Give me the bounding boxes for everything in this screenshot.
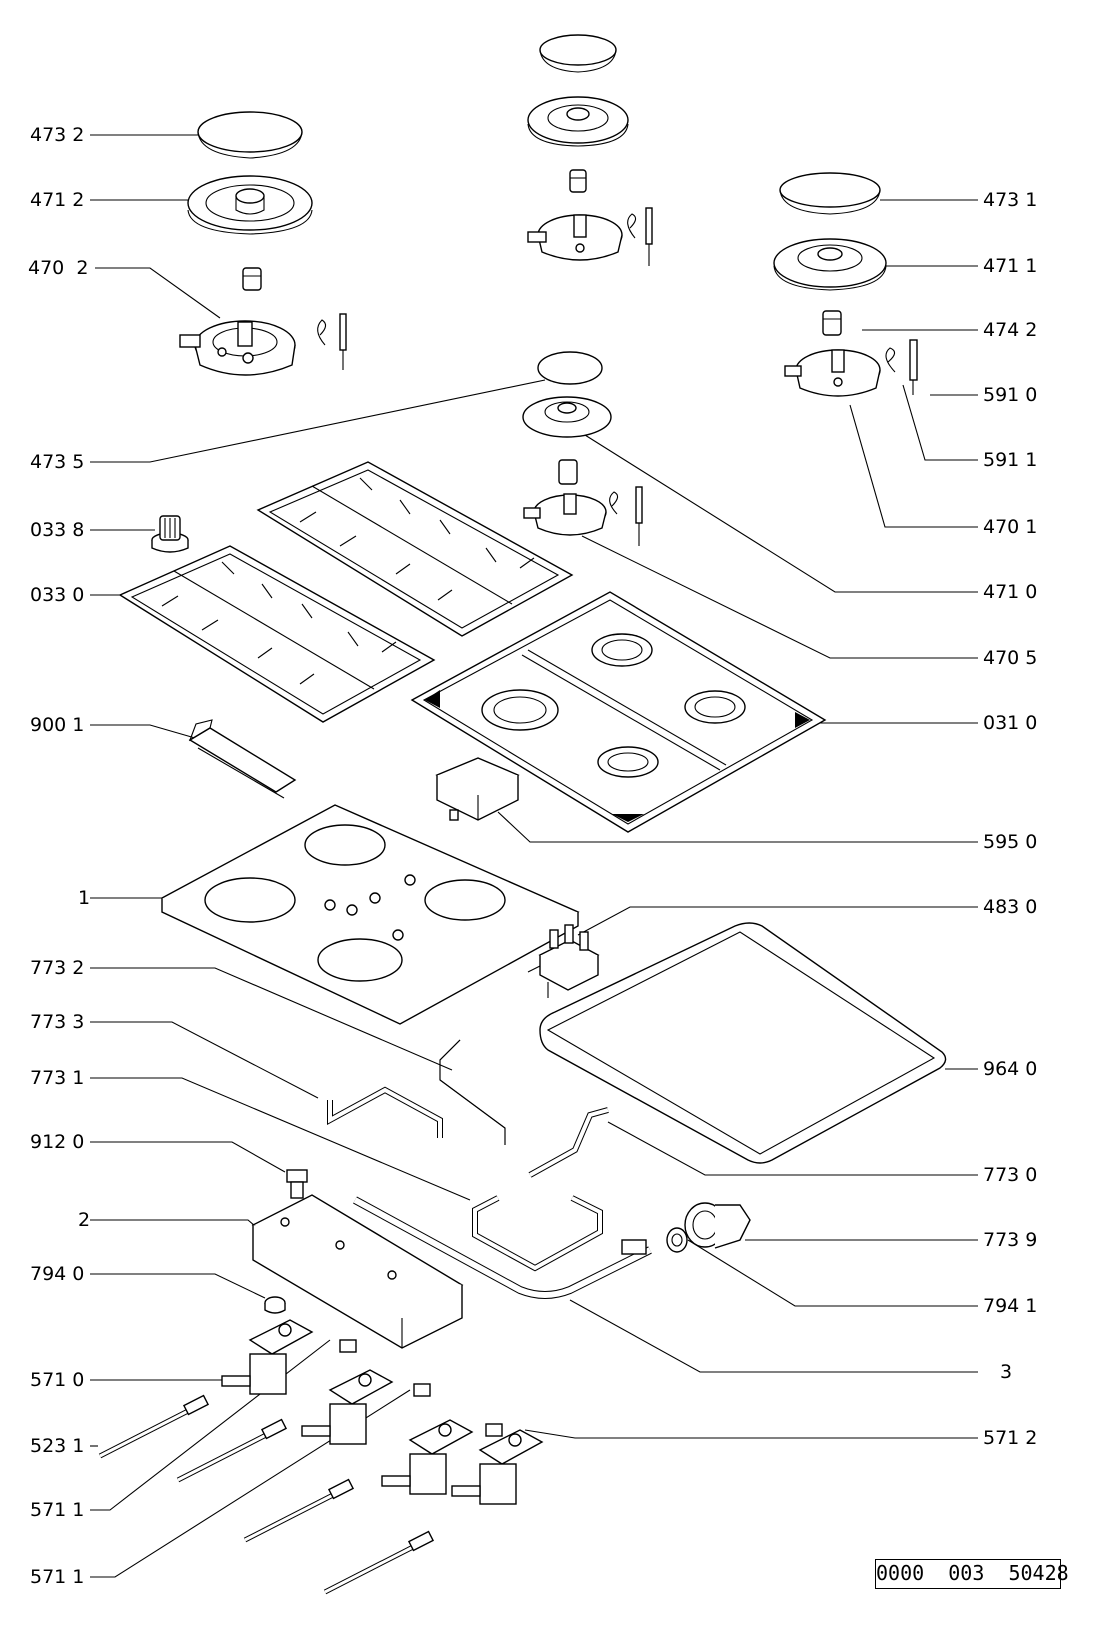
label-773-2: 773 2 [30, 957, 84, 979]
pan-support-back [256, 461, 574, 637]
manifold-pipe-3 [353, 1196, 652, 1299]
label-571-1a: 571 1 [30, 1499, 84, 1521]
knob-033-8 [151, 515, 189, 553]
burner-crown-471-0 [522, 396, 612, 438]
label-912-0: 912 0 [30, 1131, 84, 1153]
label-2: 2 [78, 1209, 90, 1231]
label-474-2: 474 2 [983, 319, 1037, 341]
label-483-0: 483 0 [983, 896, 1037, 918]
gas-tap-571-2 [451, 1423, 544, 1505]
thermocouple-rod-3 [243, 1478, 355, 1543]
burner-base-470-2 [179, 320, 296, 376]
thermocouple-center-small [609, 486, 643, 546]
label-794-0: 794 0 [30, 1263, 84, 1285]
drawing-reference-number: 0000 003 50428 [875, 1559, 1069, 1589]
gas-tap-571-0 [221, 1319, 314, 1395]
label-773-3: 773 3 [30, 1011, 84, 1033]
label-473-2: 473 2 [30, 124, 84, 146]
label-591-0: 591 0 [983, 384, 1037, 406]
gas-tap-571-1b [381, 1383, 474, 1495]
label-773-9: 773 9 [983, 1229, 1037, 1251]
label-033-8: 033 8 [30, 519, 84, 541]
pan-support-front [118, 545, 436, 723]
burner-base-470-1 [784, 349, 881, 397]
label-033-0: 033 0 [30, 584, 84, 606]
thermocouple-591-0 [909, 339, 918, 395]
label-1: 1 [78, 887, 90, 909]
label-794-1: 794 1 [983, 1295, 1037, 1317]
gas-pipe-773-0 [528, 1107, 609, 1178]
burner-cap-473-1 [779, 172, 881, 215]
washer-794-1 [666, 1227, 688, 1253]
label-3: 3 [1000, 1361, 1012, 1383]
burner-crown-center [527, 96, 629, 147]
injector-center [569, 169, 587, 193]
burner-crown-471-1 [773, 238, 887, 291]
label-470-1: 470 1 [983, 516, 1037, 538]
washer-794-0 [264, 1296, 286, 1314]
label-470-5: 470 5 [983, 647, 1037, 669]
label-964-0: 964 0 [983, 1058, 1037, 1080]
gas-tap-571-1a [301, 1339, 394, 1445]
label-595-0: 595 0 [983, 831, 1037, 853]
burner-cap-473-5 [537, 351, 603, 385]
leader-lines [90, 134, 978, 1578]
label-473-5: 473 5 [30, 451, 84, 473]
thermocouple-left [317, 313, 347, 370]
gas-pipe-773-1 [472, 1195, 603, 1272]
label-471-0: 471 0 [983, 581, 1037, 603]
thermocouple-rod-2 [176, 1418, 288, 1483]
label-591-1: 591 1 [983, 449, 1037, 471]
injector-left [242, 267, 262, 291]
gas-pipe-773-3 [327, 1086, 443, 1138]
label-471-1: 471 1 [983, 255, 1037, 277]
injector-474-2 [822, 310, 842, 336]
label-773-1: 773 1 [30, 1067, 84, 1089]
gas-pipe-773-2 [439, 1039, 506, 1145]
label-470-2: 470 2 [28, 257, 88, 279]
thermocouple-rod-523-1 [98, 1394, 210, 1459]
label-571-2: 571 2 [983, 1427, 1037, 1449]
label-473-1: 473 1 [983, 189, 1037, 211]
elbow-fitting-773-9 [684, 1202, 751, 1249]
right-labels: 473 1 471 1 474 2 591 0 591 1 470 1 471 … [983, 189, 1037, 1449]
thermocouple-center [627, 207, 653, 266]
left-labels: 473 2 471 2 470 2 473 5 033 8 033 0 900 … [28, 124, 90, 1588]
burner-cap-473-2 [197, 111, 303, 159]
burner-base-center [527, 214, 623, 261]
base-tray-1 [160, 804, 580, 1025]
connector-block-483-0 [527, 924, 600, 998]
cooktop-031-0 [410, 591, 827, 833]
manifold-bracket-2 [251, 1194, 464, 1349]
label-571-0: 571 0 [30, 1369, 84, 1391]
injector-center-small [558, 459, 578, 485]
label-031-0: 031 0 [983, 712, 1037, 734]
thermocouple-rod-4 [323, 1530, 435, 1595]
gasket-964-0 [539, 922, 947, 1164]
label-900-1: 900 1 [30, 714, 84, 736]
label-471-2: 471 2 [30, 189, 84, 211]
bracket-900-1 [188, 719, 297, 799]
ignition-unit-595-0 [435, 757, 520, 821]
ignition-spring-591-1 [885, 347, 896, 373]
screw-912-0 [286, 1169, 308, 1199]
burner-crown-471-2 [187, 175, 313, 235]
burner-base-470-5 [523, 493, 607, 536]
burner-cap-center [539, 34, 617, 73]
label-773-0: 773 0 [983, 1164, 1037, 1186]
label-523-1: 523 1 [30, 1435, 84, 1457]
label-571-1b: 571 1 [30, 1566, 84, 1588]
